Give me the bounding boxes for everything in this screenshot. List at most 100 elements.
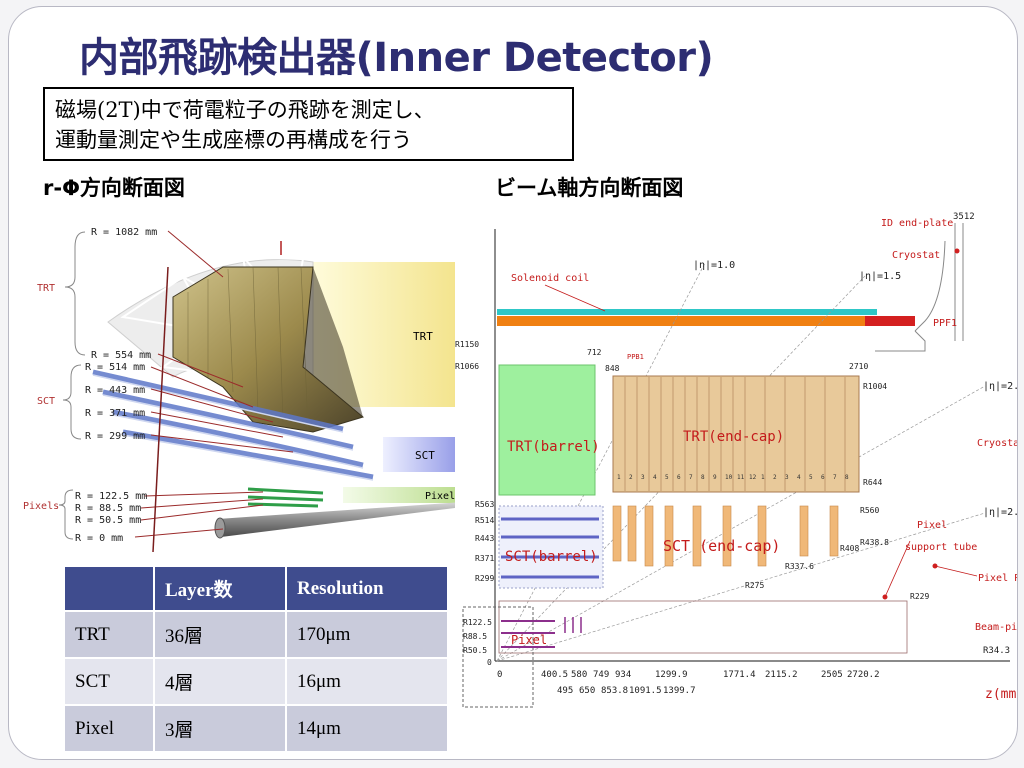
- ppf1-label: PPF1: [933, 318, 957, 329]
- z-axis-label: z(mm): [985, 687, 1017, 702]
- table-cell: 36層: [154, 610, 287, 658]
- trt-wheel-number: 4: [653, 474, 657, 481]
- table-header-row: Layer数 Resolution: [65, 567, 449, 611]
- table-cell: Pixel: [65, 704, 155, 751]
- radius-label: R = 0 mm: [75, 533, 123, 544]
- cryostat-right-label: Cryostat: [977, 438, 1017, 449]
- pixels-band-label: Pixels: [425, 491, 461, 502]
- trt-wheel-number: 2: [773, 474, 777, 481]
- r563-label: R563: [475, 500, 494, 509]
- r1225-label: R122.5: [463, 618, 492, 627]
- r-phi-cross-section-figure: TRT SCT Pixels: [23, 227, 463, 552]
- trt-barrel-block: [498, 364, 596, 496]
- eta-1-label: |η|=1.0: [693, 260, 735, 271]
- table-cell: 3層: [154, 704, 287, 751]
- z-tick-label: 650: [579, 686, 595, 696]
- table-cell: 170μm: [286, 610, 449, 658]
- ppb1-label: PPB1: [627, 353, 644, 361]
- table-header-cell: Resolution: [286, 567, 449, 611]
- z-tick-label: 2720.2: [847, 670, 880, 680]
- radius-label: R = 514 mm: [85, 362, 145, 373]
- trt-wheel-number: 3: [641, 474, 645, 481]
- trt-wheel-number: 9: [713, 474, 717, 481]
- trt-wheel-number: 7: [833, 474, 837, 481]
- resolution-table: Layer数 Resolution TRT 36層 170μm SCT 4層 1…: [65, 567, 449, 751]
- left-figure-label: r-Φ方向断面図: [43, 176, 185, 200]
- label-r3376: R337.6: [785, 562, 814, 571]
- sct-layers: [92, 369, 374, 480]
- trt-wheel-number: 2: [629, 474, 633, 481]
- z-tick-label: 580: [571, 670, 587, 680]
- trt-wheel-number: 1: [617, 474, 621, 481]
- z-tick-label: 934: [615, 670, 631, 680]
- label-2710: 2710: [849, 362, 868, 371]
- z-tick-label: 2115.2: [765, 670, 798, 680]
- table-cell: 16μm: [286, 657, 449, 705]
- pixel-layers: [501, 620, 555, 648]
- pixel-support-tube: [498, 600, 908, 654]
- eta-25-label: |η|=2.5: [983, 507, 1017, 518]
- r299-label: R299: [475, 574, 494, 583]
- radius-label: R = 371 mm: [85, 408, 145, 419]
- sct-group-label: SCT: [37, 396, 55, 407]
- trt-endcap-label: TRT(end-cap): [683, 429, 784, 445]
- pixels-group-label: Pixels: [23, 501, 59, 512]
- z-tick-label: 1399.7: [663, 686, 696, 696]
- radius-label: R = 1082 mm: [91, 227, 157, 238]
- pixel-pp1-label: Pixel PP1: [978, 573, 1017, 584]
- top-right-label: 3512: [953, 212, 975, 222]
- solenoid-coil-cyan: [497, 309, 877, 315]
- label-r1004: R1004: [863, 382, 887, 391]
- trt-wheel-number: 5: [665, 474, 669, 481]
- r0-label: 0: [487, 658, 492, 667]
- r514-label: R514: [475, 516, 494, 525]
- solenoid-label: Solenoid coil: [511, 273, 589, 284]
- cryostat-top-label: Cryostat: [892, 250, 940, 261]
- label-r408: R408: [840, 544, 859, 553]
- r443-label: R443: [475, 534, 494, 543]
- slide-title: 内部飛跡検出器(Inner Detector): [79, 35, 714, 81]
- pixel-support-label: Pixel: [917, 520, 947, 531]
- sct-endcap-label: SCT (end-cap): [663, 537, 780, 555]
- trt-wheel-number: 12: [749, 474, 757, 481]
- beam-axis-cross-section-figure: 3512 ID end-plate Cryostat PPF1 Solenoid…: [455, 201, 1017, 709]
- r371-label: R371: [475, 554, 494, 563]
- sct-barrel-layers: [501, 517, 599, 579]
- table-cell: SCT: [65, 657, 155, 705]
- sct-band-label: SCT: [415, 449, 435, 462]
- table-cell: 14μm: [286, 704, 449, 751]
- beam-pipe-label: Beam-pipe: [975, 622, 1017, 633]
- table-row: Pixel 3層 14μm: [65, 704, 449, 751]
- trt-barrel-label: TRT(barrel): [507, 439, 600, 455]
- slide: 内部飛跡検出器(Inner Detector) 磁場(2T)中で荷電粒子の飛跡を…: [8, 6, 1018, 760]
- radius-label: R = 299 mm: [85, 431, 145, 442]
- trt-wheel-number: 1: [761, 474, 765, 481]
- trt-wheel-number: 7: [689, 474, 693, 481]
- table-header-cell: Layer数: [154, 567, 287, 611]
- trt-wheel-number: 4: [797, 474, 801, 481]
- trt-band-label: TRT: [413, 330, 433, 343]
- description-line-2: 運動量測定や生成座標の再構成を行う: [55, 128, 412, 152]
- table-cell: 4層: [154, 657, 287, 705]
- label-848: 848: [605, 364, 620, 373]
- table-cell: TRT: [65, 610, 155, 658]
- z-tick-label: 1299.9: [655, 670, 688, 680]
- trt-wheel-number: 3: [785, 474, 789, 481]
- label-r229: R229: [910, 592, 929, 601]
- z-tick-label: 400.5: [541, 670, 568, 680]
- trt-endcap-block: [612, 375, 860, 493]
- label-r560: R560: [860, 506, 879, 515]
- trt-wheel-number: 8: [845, 474, 849, 481]
- trt-module: [172, 266, 365, 433]
- label-r4388: R438.8: [860, 538, 889, 547]
- z-tick-label: 1091.5: [629, 686, 662, 696]
- z-tick-label: 0: [497, 670, 502, 680]
- trt-wheel-number: 5: [809, 474, 813, 481]
- sct-band: [383, 437, 463, 472]
- z-tick-label: 2505: [821, 670, 843, 680]
- trt-wheel-number: 8: [701, 474, 705, 481]
- solenoid-coil: [497, 316, 877, 326]
- label-712: 712: [587, 348, 602, 357]
